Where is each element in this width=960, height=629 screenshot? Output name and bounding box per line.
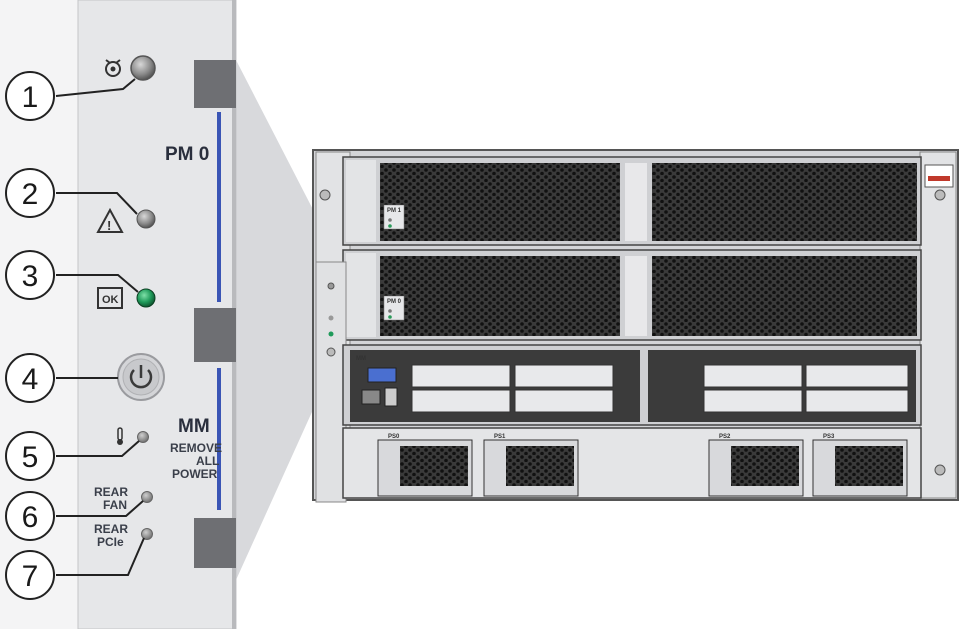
callout-7-number: 7	[22, 560, 39, 593]
mm-label: MM	[178, 416, 210, 437]
rear-fan-line-1: REAR	[94, 485, 128, 499]
callout-7	[5, 550, 55, 600]
rear-fan-line-2: FAN	[103, 498, 127, 512]
callout-4	[5, 353, 55, 403]
warning-icon: !	[96, 207, 124, 233]
callout-2	[5, 168, 55, 218]
ok-badge: OK	[102, 294, 119, 306]
main-module: MM	[342, 344, 922, 426]
callout-6	[5, 491, 55, 541]
power-supply-bay: PS0 PS1 PS2 PS3	[342, 427, 922, 499]
callout-line-7	[56, 537, 145, 576]
mm-stripe	[217, 368, 221, 510]
pm1-label: PM 1	[387, 208, 402, 214]
callout-5-number: 5	[22, 441, 39, 474]
latch-top[interactable]	[194, 60, 236, 108]
psu-label-0: PS0	[388, 434, 400, 440]
callout-line-5	[56, 440, 140, 457]
callout-6-number: 6	[22, 501, 39, 534]
callout-4-number: 4	[22, 363, 39, 396]
server-chassis: PM 1 PM 0 MM	[312, 149, 959, 503]
front-indicator-strip	[315, 261, 347, 503]
psu-label-2: PS2	[719, 434, 731, 440]
thermometer-icon	[117, 427, 123, 445]
callout-2-number: 2	[22, 178, 39, 211]
svg-text:!: !	[107, 218, 111, 233]
callout-1	[5, 71, 55, 121]
rear-pcie-led	[141, 528, 153, 540]
callout-line-6	[56, 500, 144, 517]
mm-chassis-label: MM	[356, 356, 366, 362]
callout-3-number: 3	[22, 260, 39, 293]
temp-led	[137, 431, 149, 443]
ok-icon: OK	[97, 287, 123, 309]
callout-5	[5, 431, 55, 481]
processor-module-1: PM 1	[342, 156, 922, 246]
remove-line-3: POWER	[172, 467, 218, 481]
ok-led	[136, 288, 156, 308]
psu-label-1: PS1	[494, 434, 506, 440]
power-icon	[129, 365, 153, 389]
callouts: 1 2 3 4 5 6 7	[5, 71, 145, 600]
pm0-label: PM 0	[387, 299, 402, 305]
rear-fan-led	[141, 491, 153, 503]
remove-line-1: REMOVE	[170, 441, 222, 455]
latch-middle[interactable]	[194, 308, 236, 362]
front-panel-zoom: PM 0 MM REMOVE ALL POWER REAR FAN REAR P…	[77, 0, 237, 629]
callout-line-2	[56, 192, 138, 215]
callout-line-3	[56, 274, 139, 293]
latch-bottom[interactable]	[194, 518, 236, 568]
remove-line-2: ALL	[196, 454, 219, 468]
pm-label: PM 0	[165, 144, 209, 165]
callout-3	[5, 250, 55, 300]
locator-icon	[105, 59, 121, 77]
zoom-wedge	[236, 60, 340, 580]
callout-1-number: 1	[22, 81, 39, 114]
processor-module-0: PM 0	[342, 249, 922, 341]
rear-pcie-line-1: REAR	[94, 522, 128, 536]
locator-button[interactable]	[130, 55, 156, 81]
service-led	[136, 209, 156, 229]
rear-pcie-line-2: PCIe	[97, 535, 124, 549]
pm-stripe	[217, 112, 221, 302]
psu-label-3: PS3	[823, 434, 835, 440]
callout-line-1	[55, 78, 136, 97]
